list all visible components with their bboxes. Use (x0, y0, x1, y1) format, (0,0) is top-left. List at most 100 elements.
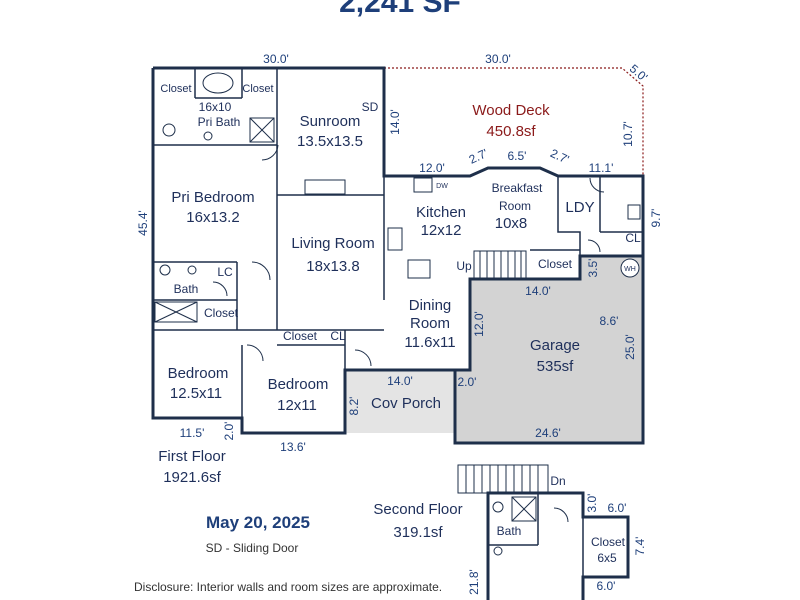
kitchen-dims: 12x12 (421, 222, 462, 239)
dim-label: 2.7' (548, 146, 571, 167)
door-swing (354, 349, 372, 367)
water-heater-icon (620, 258, 640, 278)
dryer-icon (627, 204, 641, 220)
door-swing (589, 177, 605, 193)
fridge-icon (387, 227, 403, 251)
dim-label: 30.0' (263, 52, 289, 66)
dim-label: 14.0' (387, 374, 413, 388)
dim-label: 3.0' (585, 494, 599, 513)
wood-deck-name: Wood Deck (472, 102, 550, 119)
first-floor-label: First Floor (158, 448, 226, 465)
dim-label: 11.5' (180, 426, 205, 440)
stairs-up (473, 250, 527, 279)
upstairs-toilet-icon (492, 501, 504, 513)
closet-label: Closet (160, 83, 191, 95)
linen-closet-label: LC (217, 265, 233, 279)
dim-label: 2.0' (458, 375, 477, 389)
dim-label: 12.0' (419, 161, 445, 175)
dim-label: 8.2' (347, 397, 361, 416)
hall-closet-label: Closet (283, 329, 318, 343)
tub-dims: 16x10 (199, 100, 232, 114)
door-swing (212, 281, 228, 297)
second-floor-stairs (457, 464, 549, 494)
upstairs-sink-icon (493, 546, 503, 556)
dim-label: 2.0' (222, 422, 236, 441)
first-floor-area: 1921.6sf (163, 469, 221, 486)
breakfast-name-2: Room (499, 199, 531, 213)
dim-label: 21.8' (467, 569, 481, 595)
upstairs-closet-name: Closet (591, 535, 626, 549)
bath-label: Bath (174, 282, 199, 296)
bedroom-2-name: Bedroom (268, 376, 329, 393)
wood-deck-area: 450.8sf (486, 123, 536, 140)
living-room-name: Living Room (291, 235, 374, 252)
dining-name: Dining (409, 297, 452, 314)
range-icon (407, 259, 431, 279)
second-floor-plan (457, 464, 630, 600)
sunroom-dims: 13.5x13.5 (297, 133, 363, 150)
dining-name-2: Room (410, 315, 450, 332)
dim-label: 8.6' (600, 314, 619, 328)
closet-label: Closet (242, 83, 273, 95)
pri-bedroom-dims: 16x13.2 (186, 209, 239, 226)
dishwasher-label: DW (436, 183, 448, 190)
laundry-label: LDY (565, 199, 594, 216)
upstairs-closet-dims: 6x5 (597, 551, 617, 565)
bath-closet-label: Closet (204, 306, 239, 320)
legend-sliding-door: SD - Sliding Door (206, 541, 299, 555)
second-floor-area: 319.1sf (393, 524, 443, 541)
dim-label: 25.0' (623, 334, 637, 360)
dim-label: 24.6' (535, 426, 561, 440)
total-area-title: 2,241 SF (339, 0, 461, 19)
dim-label: 3.5' (586, 259, 600, 278)
pri-bedroom-name: Pri Bedroom (171, 189, 254, 206)
upstairs-bath-label: Bath (497, 524, 522, 538)
fireplace-icon (304, 179, 346, 195)
dim-label: 30.0' (485, 52, 511, 66)
interior-walls (153, 68, 643, 433)
dim-label: 11.1' (589, 161, 614, 175)
dim-label: 14.0' (525, 284, 551, 298)
pri-bath-label: Pri Bath (198, 115, 241, 129)
hall-cl-label: CL (330, 329, 346, 343)
stair-closet-label: Closet (538, 257, 573, 271)
water-heater-label: WH (624, 266, 636, 273)
dim-label: 2.7' (467, 146, 490, 167)
dim-label: 6.0' (608, 501, 627, 515)
kitchen-name: Kitchen (416, 204, 466, 221)
garage-fill (455, 256, 643, 443)
breakfast-dims: 10x8 (495, 215, 528, 232)
dim-label: 9.7' (649, 209, 663, 228)
porch-fill (345, 370, 455, 433)
covered-porch-label: Cov Porch (371, 395, 441, 412)
stairs-up-label: Up (456, 259, 472, 273)
bath-toilet-icon (159, 264, 171, 276)
bedroom-1-name: Bedroom (168, 365, 229, 382)
sliding-door-mark: SD (362, 100, 379, 114)
dim-label: 6.0' (597, 579, 616, 593)
dim-label: 12.0' (472, 311, 486, 337)
toilet-icon (162, 123, 176, 137)
bedroom-2-dims: 12x11 (277, 397, 317, 414)
door-swing (553, 507, 569, 523)
tub-fixture (202, 72, 234, 94)
dim-label: 45.4' (136, 210, 150, 236)
door-swing (261, 144, 279, 161)
bath-sink-icon (187, 265, 197, 275)
laundry-closet-label: CL (625, 231, 641, 245)
disclosure-text: Disclosure: Interior walls and room size… (134, 580, 442, 594)
door-swing (587, 239, 601, 253)
plan-date: May 20, 2025 (206, 513, 310, 532)
dim-label: 14.0' (388, 109, 402, 135)
dim-label: 13.6' (280, 440, 306, 454)
second-floor-label: Second Floor (373, 501, 462, 518)
sink-icon (203, 131, 213, 141)
breakfast-name: Breakfast (492, 181, 543, 195)
kitchen-sink-icon (413, 177, 433, 193)
dining-dims: 11.6x11 (404, 334, 455, 351)
garage-area: 535sf (537, 358, 575, 375)
living-room-dims: 18x13.8 (306, 258, 359, 275)
sunroom-name: Sunroom (300, 113, 361, 130)
garage-name: Garage (530, 337, 580, 354)
